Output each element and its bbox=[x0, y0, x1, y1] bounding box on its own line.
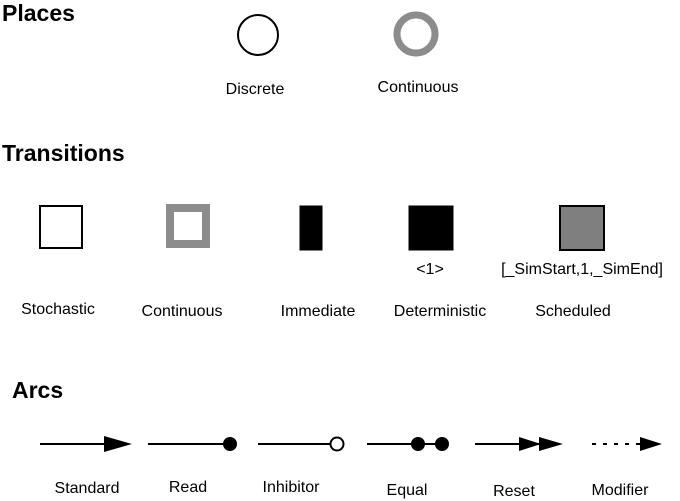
immediate-transition-label: Immediate bbox=[280, 303, 356, 320]
inhibitor-arc-symbol bbox=[258, 436, 345, 452]
stochastic-transition-symbol bbox=[39, 205, 83, 249]
immediate-transition-symbol bbox=[299, 205, 323, 251]
discrete-place-label: Discrete bbox=[225, 81, 285, 98]
continuous-transition-symbol bbox=[166, 204, 210, 248]
arcs-heading: Arcs bbox=[12, 377, 64, 403]
modifier-arc-symbol bbox=[592, 437, 662, 451]
continuous-transition-label: Continuous bbox=[141, 303, 223, 320]
read-arc-symbol bbox=[148, 437, 237, 451]
standard-arc-symbol bbox=[40, 436, 132, 452]
modifier-arc-label: Modifier bbox=[591, 482, 649, 499]
continuous-place-label: Continuous bbox=[377, 79, 459, 96]
transitions-heading: Transitions bbox=[2, 140, 125, 166]
reset-arc-label: Reset bbox=[493, 483, 535, 500]
reset-arc-symbol bbox=[475, 437, 563, 451]
inhibitor-arc-label: Inhibitor bbox=[262, 479, 320, 496]
equal-arc-symbol bbox=[367, 437, 449, 451]
scheduled-annotation: [_SimStart,1,_SimEnd] bbox=[501, 261, 663, 278]
deterministic-transition-label: Deterministic bbox=[393, 303, 487, 320]
standard-arc-label: Standard bbox=[54, 480, 120, 497]
deterministic-transition-symbol bbox=[408, 205, 454, 251]
deterministic-annotation: <1> bbox=[416, 261, 444, 278]
read-arc-label: Read bbox=[168, 479, 208, 496]
equal-arc-label: Equal bbox=[386, 482, 428, 499]
scheduled-transition-symbol bbox=[559, 205, 605, 251]
places-heading: Places bbox=[2, 0, 75, 26]
scheduled-transition-label: Scheduled bbox=[535, 303, 611, 320]
stochastic-transition-label: Stochastic bbox=[21, 301, 95, 318]
continuous-place-symbol bbox=[393, 11, 439, 57]
discrete-place-symbol bbox=[237, 14, 279, 56]
